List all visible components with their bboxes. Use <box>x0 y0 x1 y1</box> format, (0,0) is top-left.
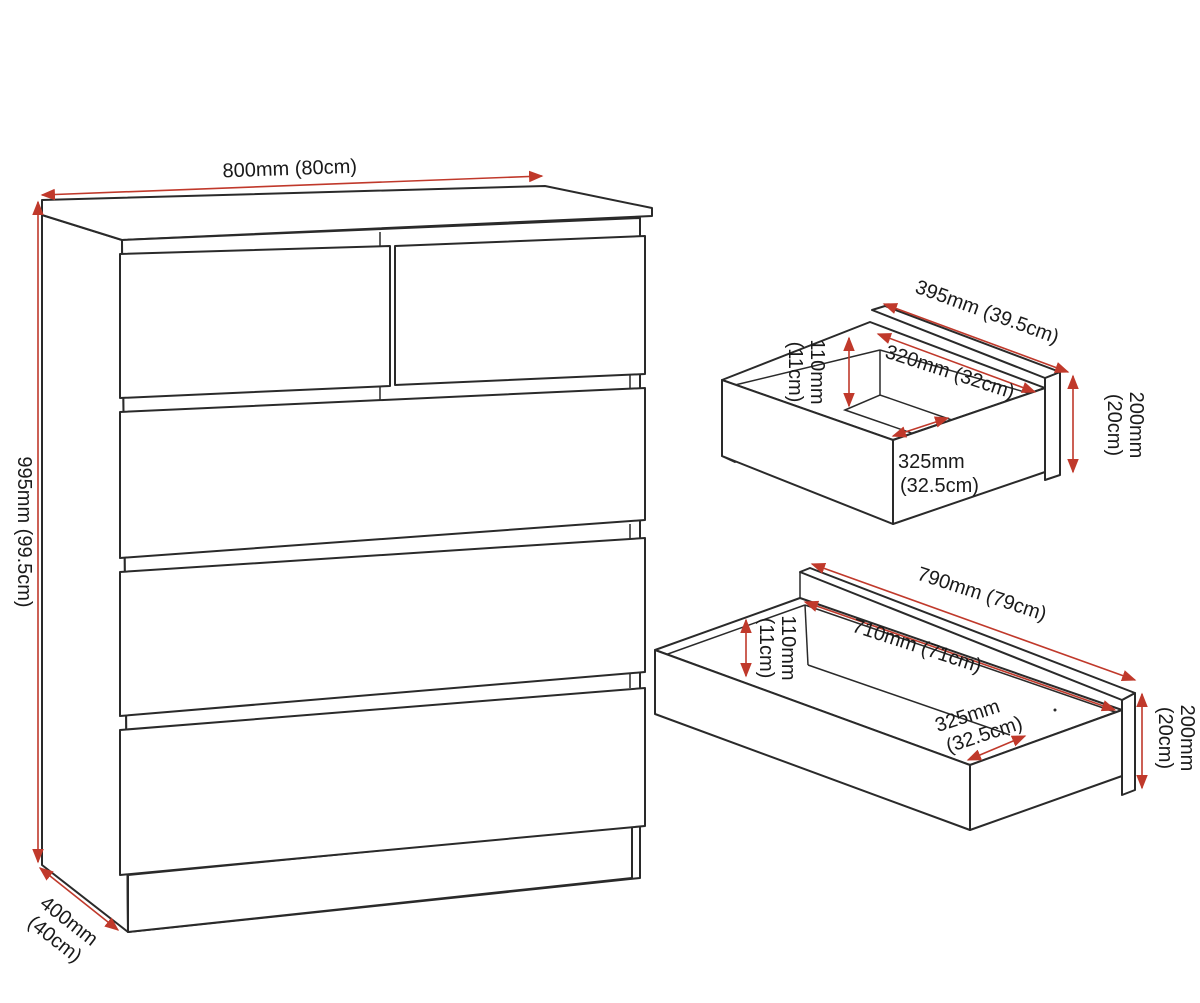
chest-height-label: 995mm (99.5cm) <box>13 456 35 607</box>
chest-width-label: 800mm (80cm) <box>222 156 357 183</box>
chest-width-dimension <box>40 170 544 201</box>
large-drawer <box>654 567 1136 831</box>
small-drawer-front-panel <box>1044 371 1061 481</box>
small-drawer-depth-line2: (32.5cm) <box>900 475 979 497</box>
large-drawer-inner-height-line2: (11cm) <box>755 618 777 679</box>
chest-depth-dimension <box>38 867 120 931</box>
small-drawer-depth-line1: 325mm <box>898 451 965 473</box>
small-drawer-right-front <box>394 235 646 386</box>
small-drawer-left-front <box>119 245 391 399</box>
small-drawer-inner-height-line2: (11cm) <box>784 342 806 403</box>
large-drawer-inner-height-line1: 110mm <box>777 615 799 680</box>
small-drawer-inner-height-line1: 110mm <box>806 339 828 404</box>
small-drawer-depth-dimension <box>891 416 950 438</box>
chest-side-panel <box>41 214 129 933</box>
large-drawer-front-height-line1: 200mm <box>1176 705 1198 772</box>
small-drawer-inner-length-dimension <box>876 333 1037 393</box>
large-drawer-depth-dimension <box>966 735 1027 761</box>
drawer-front-3 <box>119 387 646 559</box>
large-drawer-front-height-line2: (20cm) <box>1154 707 1176 769</box>
chest-of-drawers <box>41 185 653 933</box>
large-drawer-front-panel <box>1121 692 1136 796</box>
small-drawer-front-height-line1: 200mm <box>1125 392 1147 459</box>
drawer-front-4 <box>119 537 646 717</box>
small-drawer-outer-length-label: 395mm (39.5cm) <box>912 276 1062 348</box>
small-drawer-front-height-line2: (20cm) <box>1103 394 1125 456</box>
drawer-front-5 <box>119 687 646 876</box>
large-drawer-inner-length-dimension <box>803 600 1117 712</box>
